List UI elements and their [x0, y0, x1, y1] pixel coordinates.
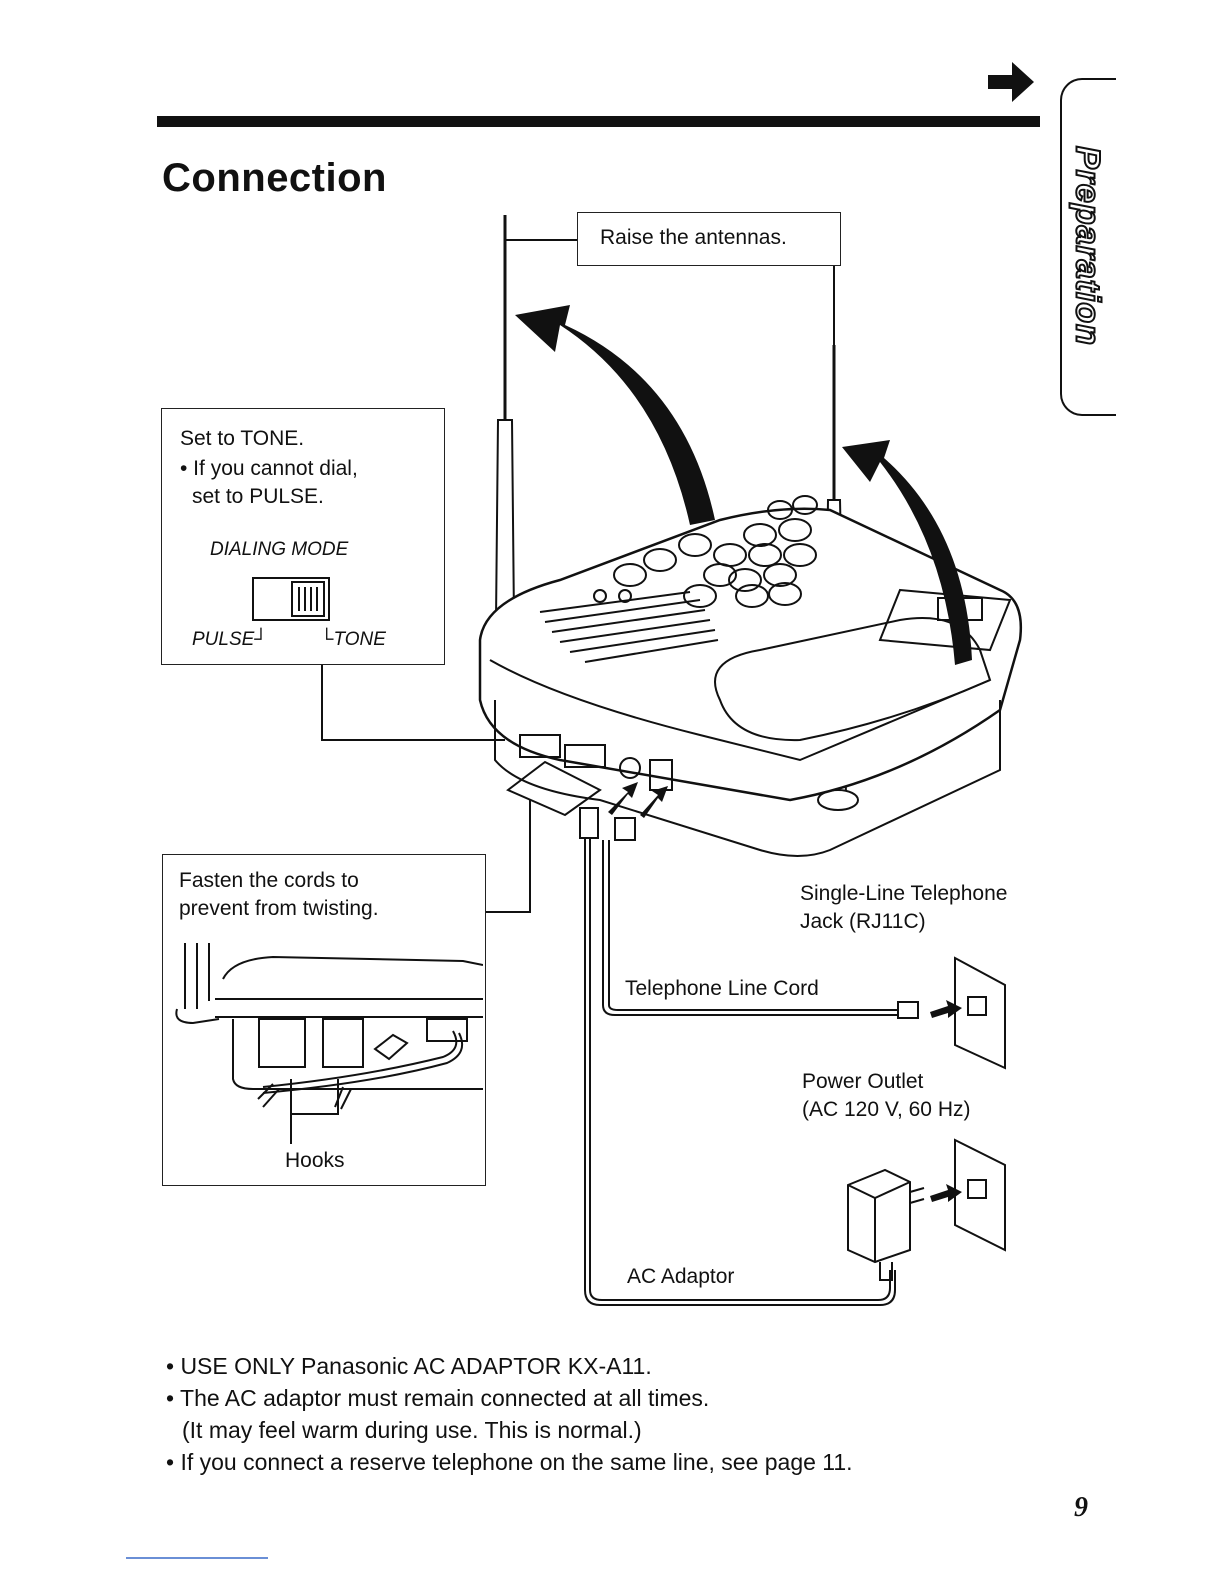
jack-label-line1: Single-Line Telephone [800, 882, 1008, 905]
notes-list: • USE ONLY Panasonic AC ADAPTOR KX-A11. … [166, 1350, 853, 1478]
next-page-arrow-icon [988, 62, 1034, 102]
ac-adaptor-label: AC Adaptor [627, 1265, 735, 1288]
power-outlet-label-line1: Power Outlet [802, 1070, 924, 1093]
note-item: • If you connect a reserve telephone on … [166, 1449, 853, 1475]
fasten-cords-line2: prevent from twisting. [179, 897, 379, 920]
cord-hooks-illustration [175, 943, 483, 1144]
dialing-mode-label: DIALING MODE [210, 539, 349, 560]
jack-label-line2: Jack (RJ11C) [800, 910, 926, 933]
page-number: 9 [1074, 1492, 1088, 1523]
section-tab-label: Preparation [1068, 145, 1108, 347]
dial-instruction-line2: • If you cannot dial, [180, 457, 358, 480]
fasten-cords-callout: Fasten the cords to prevent from twistin… [162, 854, 486, 1186]
antenna-callout-text: Raise the antennas. [600, 226, 787, 249]
hooks-label: Hooks [285, 1149, 345, 1172]
power-outlet-label-line2: (AC 120 V, 60 Hz) [802, 1098, 971, 1121]
fasten-cords-line1: Fasten the cords to [179, 869, 359, 892]
pulse-label: PULSE┘ [192, 629, 268, 650]
footer-divider [126, 1557, 268, 1559]
dial-instruction-line3: set to PULSE. [192, 485, 324, 508]
note-item: • USE ONLY Panasonic AC ADAPTOR KX-A11. [166, 1353, 652, 1379]
note-item: (It may feel warm during use. This is no… [182, 1417, 642, 1443]
telephone-line-cord-label: Telephone Line Cord [625, 977, 819, 1000]
section-tab [1060, 78, 1116, 416]
header-rule [157, 116, 1040, 127]
tone-label: └TONE [320, 629, 386, 650]
note-item: • The AC adaptor must remain connected a… [166, 1385, 710, 1411]
dial-instruction-line1: Set to TONE. [180, 427, 305, 450]
antenna-callout: Raise the antennas. [577, 212, 841, 266]
dialing-mode-switch-icon [252, 577, 330, 621]
dialing-mode-callout: Set to TONE. • If you cannot dial, set t… [161, 408, 445, 665]
page-title: Connection [162, 156, 387, 200]
section-tab-label-wrap: Preparation [1062, 96, 1112, 396]
